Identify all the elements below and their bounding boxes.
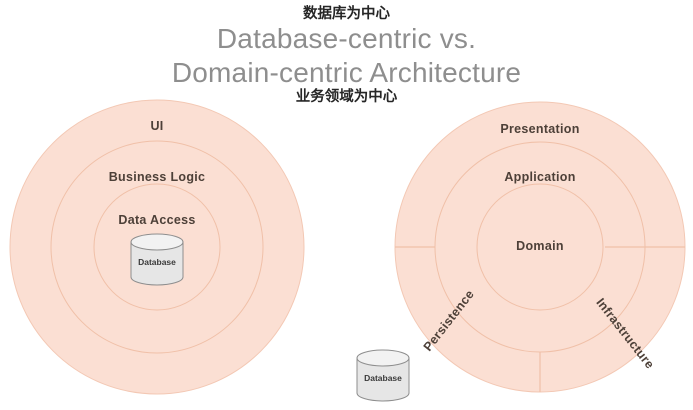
annotation-database-centric: 数据库为中心 (303, 6, 390, 22)
detached-database-cylinder-icon[interactable]: Database (356, 349, 410, 402)
left-label-ui: UI (150, 119, 163, 133)
left-label-data-access: Data Access (118, 213, 195, 227)
annotation-domain-centric: 业务领域为中心 (295, 89, 398, 105)
right-label-application: Application (504, 170, 575, 184)
left-middle-ring-business-logic[interactable] (50, 140, 264, 354)
right-label-domain: Domain (516, 239, 564, 253)
left-inner-ring-data-access[interactable] (93, 183, 221, 311)
right-label-presentation: Presentation (500, 122, 579, 136)
right-diagram-group: Presentation Application Domain Persiste… (394, 101, 686, 393)
right-sector-dividers (395, 246, 685, 392)
left-database-cylinder-icon[interactable]: Database (130, 233, 184, 286)
page-title: Database-centric vs. Domain-centric Arch… (171, 23, 522, 89)
left-label-business-logic: Business Logic (109, 170, 206, 184)
left-diagram-group: UI Business Logic Data Access Database (9, 99, 305, 395)
detached-database-cylinder-label: Database (364, 373, 402, 383)
left-database-cylinder-label: Database (138, 257, 176, 267)
right-inner-ring-domain[interactable] (476, 183, 604, 311)
